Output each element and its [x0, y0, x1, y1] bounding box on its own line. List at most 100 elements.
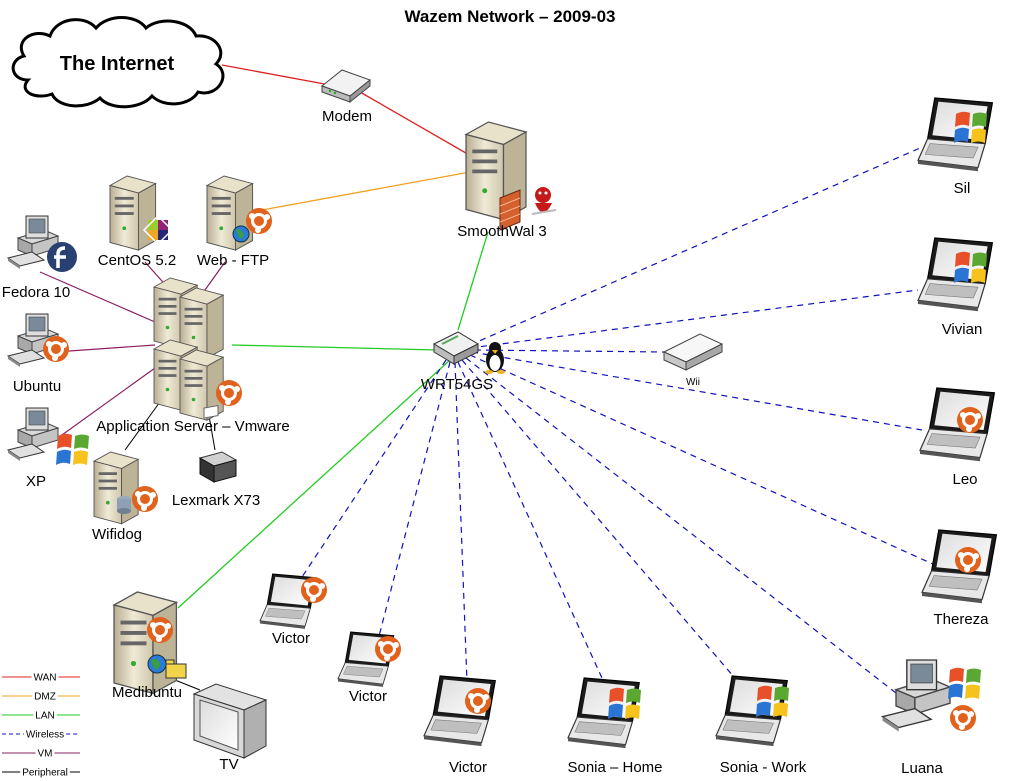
link-modem-smoothwall: [359, 91, 479, 161]
link-ubuntu-app: [54, 344, 156, 353]
link-webftp-smoothwall: [261, 171, 471, 211]
ubuntu-logo-icon: [244, 206, 274, 236]
folder-icon: [165, 659, 187, 679]
fedora-node: Fedora 10: [2, 215, 77, 301]
thereza-node: Thereza: [921, 529, 998, 628]
legend-item-wan: WAN: [2, 672, 80, 684]
tv-label: TV: [219, 756, 238, 773]
centos-node: CentOS 5.2: [98, 175, 176, 269]
desktop-computer-icon: [7, 407, 59, 462]
link-router-wii: [474, 349, 665, 353]
legend-label-bg: [32, 672, 58, 684]
link-fedora-app: [39, 271, 156, 323]
wii-label: Wii: [686, 377, 700, 388]
smoothwall-node: SmoothWal 3: [457, 121, 557, 240]
leo-node: Leo: [919, 387, 996, 488]
ubuntu-node: Ubuntu: [7, 313, 71, 395]
windows-logo-icon: [948, 667, 981, 699]
victor2-node: Victor: [337, 631, 403, 705]
diagram-title: Wazem Network – 2009-03: [404, 7, 615, 26]
legend-item-wireless: Wireless: [2, 729, 80, 741]
medibuntu-node: Medibuntu: [112, 591, 187, 701]
centos-label: CentOS 5.2: [98, 252, 176, 269]
lexmark-node: Lexmark X73: [172, 404, 260, 509]
database-icon: [117, 496, 131, 514]
sil-node: Sil: [917, 97, 994, 197]
monitor-icon: [192, 683, 268, 759]
router-icon: [432, 331, 480, 365]
link-router-vivian: [469, 289, 919, 349]
smoothwall-label: SmoothWal 3: [457, 223, 546, 240]
server-tower-icon: [93, 451, 139, 525]
link-router-victor2: [377, 361, 451, 641]
tv-node: TV: [192, 683, 268, 773]
link-router-luana: [465, 357, 906, 701]
internet-node: The Internet: [11, 16, 225, 109]
modem-label: Modem: [322, 108, 372, 125]
webftp-node: Web - FTP: [197, 175, 274, 269]
leo-label: Leo: [952, 471, 977, 488]
legend-item-lan: LAN: [2, 710, 80, 722]
legend-item-dmz: DMZ: [2, 691, 80, 703]
legend-label: LAN: [35, 711, 54, 722]
link-internet-modem: [221, 64, 331, 86]
ubuntu-logo-icon: [953, 545, 983, 575]
ubuntu-logo-icon: [299, 575, 329, 605]
victor3-label: Victor: [449, 759, 487, 776]
printer-icon: [198, 404, 238, 483]
ubuntu-logo-icon: [214, 378, 244, 408]
modem-node: Modem: [320, 69, 372, 125]
globe-icon: [232, 225, 250, 243]
luana-label: Luana: [901, 760, 943, 777]
vivian-label: Vivian: [942, 321, 983, 338]
legend-label: DMZ: [34, 692, 56, 703]
xp-label: XP: [26, 473, 46, 490]
legend-item-peripheral: Peripheral: [2, 767, 80, 779]
legend-label-bg: [36, 748, 54, 760]
cloud-icon: [11, 16, 225, 109]
wii-node: Wii: [662, 333, 724, 388]
sonia-work-label: Sonia - Work: [720, 759, 807, 776]
link-router-thereza: [469, 354, 936, 566]
ubuntu-label: Ubuntu: [13, 378, 61, 395]
modem-icon: [320, 69, 372, 104]
link-router-sonia-home: [457, 361, 613, 701]
medibuntu-label: Medibuntu: [112, 684, 182, 701]
laptop-icon: [919, 387, 996, 462]
sonia-home-label: Sonia – Home: [567, 759, 662, 776]
legend-label: WAN: [34, 673, 57, 684]
link-smoothwall-router: [457, 231, 489, 331]
webftp-label: Web - FTP: [197, 252, 269, 269]
link-appserver-router: [231, 344, 439, 351]
link-router-medibuntu: [177, 359, 451, 609]
desktop-computer-icon: [881, 659, 951, 733]
victor3-node: Victor: [423, 675, 496, 776]
ubuntu-logo-icon: [41, 334, 71, 364]
bsd-daemon-icon: [531, 187, 557, 215]
fedora-logo-icon: [47, 242, 77, 272]
globe-icon: [147, 654, 167, 674]
link-router-sil: [469, 147, 921, 346]
legend-item-vm: VM: [2, 748, 80, 760]
link-router-victor3: [454, 361, 468, 683]
link-webftp-app: [204, 261, 226, 291]
sonia-home-node: Sonia – Home: [567, 677, 663, 776]
legend-label-bg: [24, 729, 66, 741]
wifidog-label: Wifidog: [92, 526, 142, 543]
server-cluster-icon: [153, 277, 224, 421]
link-tv-medibuntu: [174, 679, 201, 691]
appserver-node: Application Server – Vmware: [96, 277, 290, 435]
legend-label-bg: [21, 767, 69, 779]
windows-logo-icon: [56, 433, 89, 465]
xp-node: XP: [7, 407, 89, 490]
centos-logo-icon: [142, 214, 174, 246]
legend-label-bg: [33, 691, 57, 703]
internet-label: The Internet: [60, 53, 175, 75]
victor2-label: Victor: [349, 688, 387, 705]
router-label: WRT54GS: [421, 376, 493, 393]
lexmark-label: Lexmark X73: [172, 492, 260, 509]
console-icon: [662, 333, 724, 371]
tux-icon: [485, 342, 505, 374]
